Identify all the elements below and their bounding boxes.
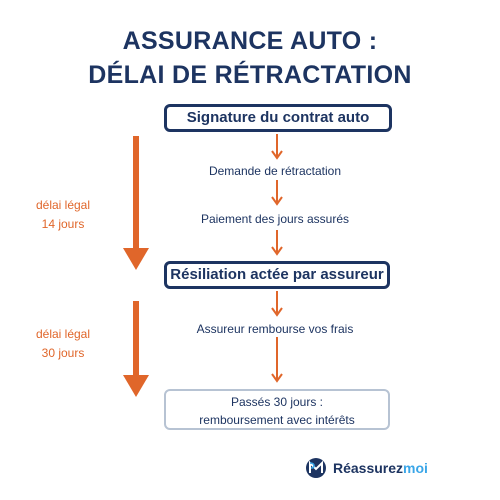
passes-line2: remboursement avec intérêts — [199, 413, 355, 427]
delai-14-line2: 14 jours — [41, 217, 85, 231]
delai-30-line2: 30 jours — [41, 346, 85, 360]
signature-label: Signature du contrat auto — [186, 109, 370, 126]
delai-30-label: délai légal 30 jours — [18, 325, 108, 363]
passes-line1: Passés 30 jours : — [230, 395, 324, 409]
step-demande: Demande de rétractation — [208, 164, 342, 178]
brand-name-part2: moi — [403, 460, 428, 476]
large-arrow-down-icon — [123, 136, 149, 270]
passes-box: Passés 30 jours : remboursement avec int… — [164, 389, 390, 430]
reassurezmoi-logo-icon — [306, 458, 326, 478]
page-title-line2: DÉLAI DE RÉTRACTATION — [88, 61, 412, 89]
step-paiement: Paiement des jours assurés — [200, 212, 350, 226]
brand-name: Réassurezmoi — [333, 460, 428, 476]
resiliation-box: Résiliation actée par assureur — [164, 261, 390, 289]
arrow-down-icon — [271, 291, 283, 317]
step-rembourse: Assureur rembourse vos frais — [196, 322, 354, 336]
signature-box: Signature du contrat auto — [164, 104, 392, 132]
delai-14-line1: délai légal — [35, 198, 91, 212]
arrow-down-icon — [271, 230, 283, 256]
arrow-down-icon — [271, 180, 283, 206]
delai-14-label: délai légal 14 jours — [18, 196, 108, 234]
page-title-line1: ASSURANCE AUTO : — [122, 27, 378, 55]
brand-name-part1: Réassurez — [333, 460, 404, 476]
brand-logo: Réassurezmoi — [305, 457, 428, 479]
delai-30-line1: délai légal — [35, 327, 91, 341]
resiliation-label: Résiliation actée par assureur — [170, 266, 384, 283]
arrow-down-icon — [271, 337, 283, 383]
arrow-down-icon — [271, 134, 283, 160]
large-arrow-down-icon — [123, 301, 149, 397]
